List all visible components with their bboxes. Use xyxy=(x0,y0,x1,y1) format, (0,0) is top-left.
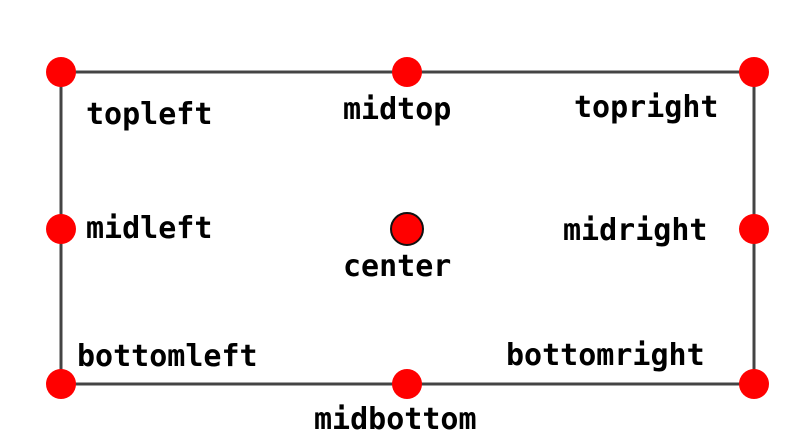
midright-label: midright xyxy=(563,213,708,248)
bottomright-label: bottomright xyxy=(506,338,705,373)
midtop-label: midtop xyxy=(343,92,451,127)
midright-dot xyxy=(739,214,769,244)
midleft-dot xyxy=(46,214,76,244)
center-label: center xyxy=(343,249,451,284)
midleft-label: midleft xyxy=(86,211,212,246)
midbottom-dot xyxy=(392,369,422,399)
center-dot xyxy=(390,212,424,246)
bottomright-dot xyxy=(739,369,769,399)
bottomleft-label: bottomleft xyxy=(77,339,258,374)
bottomleft-dot xyxy=(46,369,76,399)
topleft-dot xyxy=(46,57,76,87)
topright-dot xyxy=(739,57,769,87)
midbottom-label: midbottom xyxy=(314,402,477,437)
topleft-label: topleft xyxy=(86,97,212,132)
topright-label: topright xyxy=(574,90,719,125)
midtop-dot xyxy=(392,57,422,87)
